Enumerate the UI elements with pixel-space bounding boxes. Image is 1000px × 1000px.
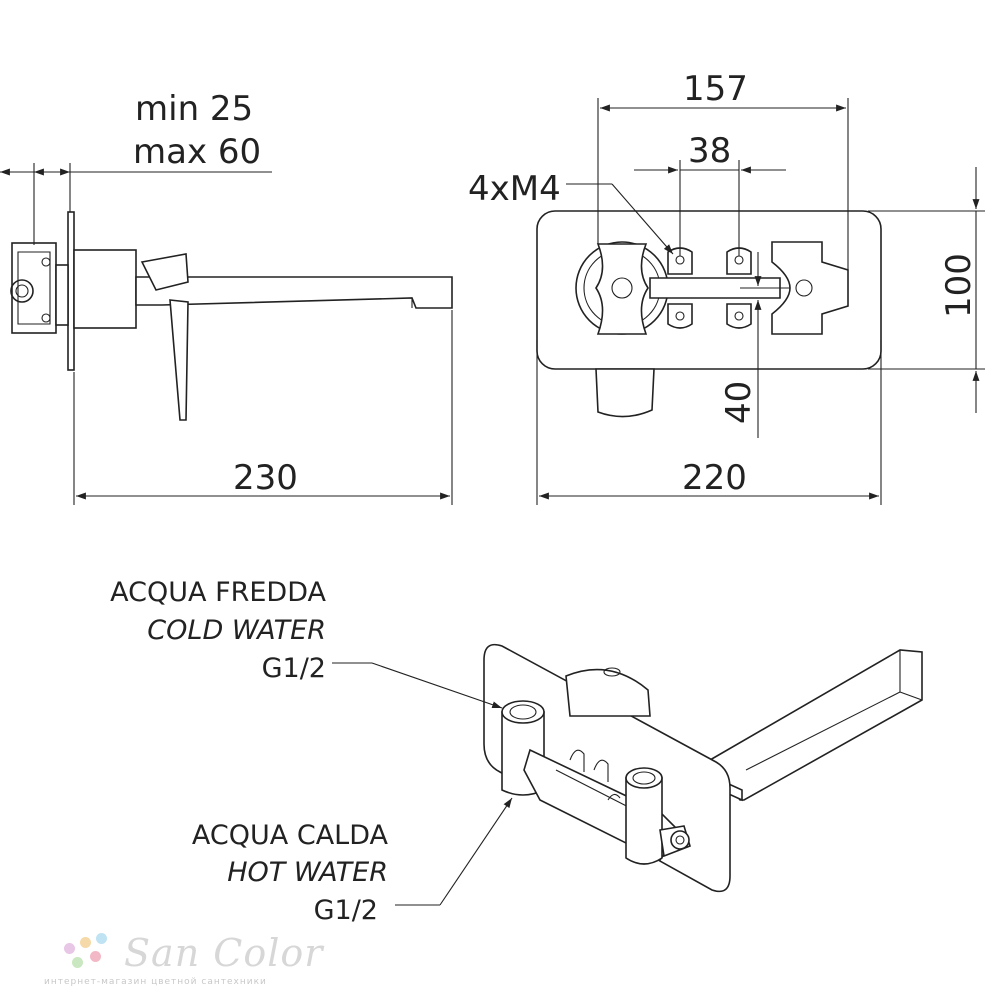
cold-label-line1: ACQUA FREDDA — [110, 577, 326, 608]
watermark-dot — [90, 951, 101, 962]
depth-min-label: min 25 — [135, 89, 253, 129]
watermark-dot — [72, 957, 83, 968]
depth-max-label: max 60 — [133, 132, 261, 172]
hot-label-line2: HOT WATER — [227, 857, 388, 888]
side-view: min 25 max 60 230 — [0, 89, 453, 505]
iso-spout — [708, 649, 923, 801]
watermark-tagline: интернет-магазин цветной сантехники — [44, 977, 267, 987]
cold-label-line2: COLD WATER — [147, 615, 326, 646]
isometric-view — [332, 643, 923, 906]
hot-label-line1: ACQUA CALDA — [192, 820, 389, 851]
width-outer-label: 157 — [683, 69, 748, 109]
watermark-brand: San Color — [124, 931, 324, 975]
side-spout — [135, 276, 453, 309]
front-view: 157 38 4xM4 100 40 220 — [468, 69, 985, 505]
watermark-dot — [80, 937, 91, 948]
iso-hot-inlet — [625, 777, 663, 865]
watermark-dot — [96, 933, 107, 944]
side-body — [73, 249, 137, 329]
spout-offset-label: 40 — [719, 381, 759, 424]
side-lever-handle — [169, 299, 189, 421]
watermark-logo: San Color интернет-магазин цветной санте… — [44, 925, 344, 995]
front-mixer-handle — [595, 243, 649, 335]
cold-water-label: ACQUA FREDDA COLD WATER G1/2 — [110, 577, 326, 684]
hot-water-label: ACQUA CALDA HOT WATER G1/2 — [192, 820, 389, 926]
hole-spacing-label: 38 — [688, 131, 731, 171]
hot-label-line3: G1/2 — [314, 895, 378, 926]
plate-width-label: 220 — [682, 458, 747, 498]
iso-cartridge — [565, 668, 651, 717]
cold-label-line3: G1/2 — [262, 653, 326, 684]
side-lever-top — [140, 253, 189, 291]
front-pipe — [649, 277, 781, 299]
front-screw-lugs — [667, 247, 752, 329]
front-right-body — [771, 241, 849, 335]
length-label: 230 — [233, 458, 298, 498]
height-label: 100 — [939, 253, 979, 318]
front-lever — [595, 368, 655, 418]
screws-label: 4xM4 — [468, 169, 561, 209]
watermark-dot — [64, 943, 75, 954]
side-wall-plate — [67, 211, 75, 371]
